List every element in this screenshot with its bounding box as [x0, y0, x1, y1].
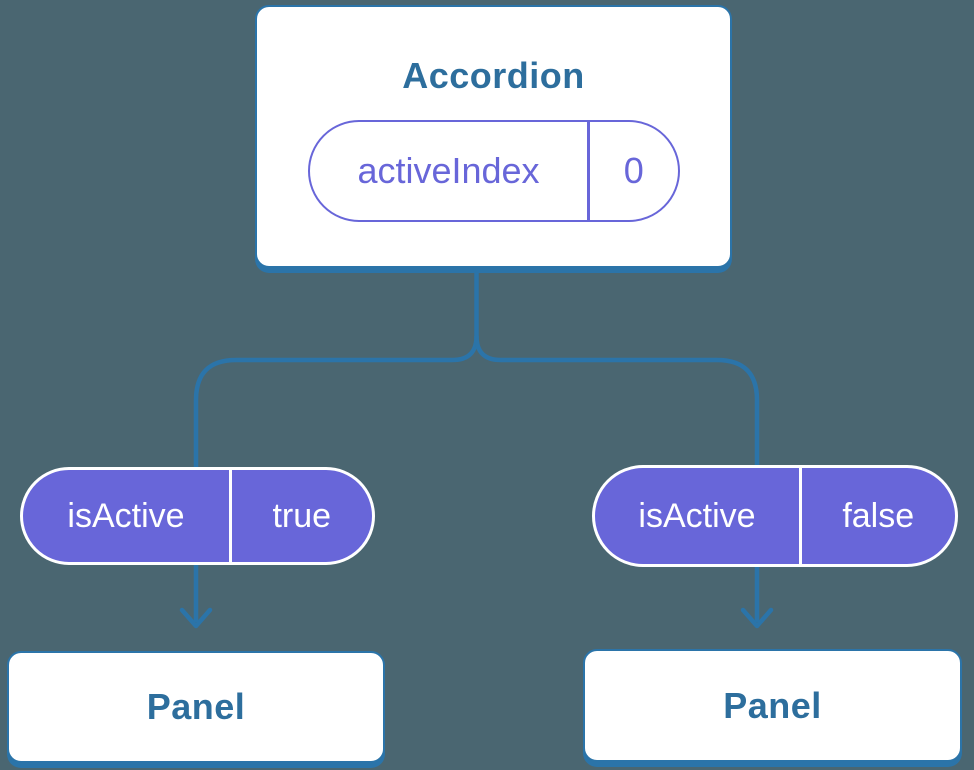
prop-pill-isactive-true: isActive true — [20, 467, 375, 565]
connector-branch-left — [193, 335, 479, 622]
prop-name-label: isActive — [67, 496, 185, 535]
connector-branch-right — [474, 335, 760, 622]
arrow-down-icon — [740, 607, 774, 629]
pill-divider — [229, 470, 232, 562]
component-title: Accordion — [402, 55, 585, 96]
panel-component-card-right: Panel — [583, 649, 962, 762]
accordion-component-card: Accordion activeIndex 0 — [255, 5, 732, 268]
panel-component-card-left: Panel — [7, 651, 385, 763]
prop-value-label: true — [272, 496, 332, 535]
state-pill: activeIndex 0 — [308, 120, 680, 222]
state-name-label: activeIndex — [357, 150, 540, 191]
state-value-label: 0 — [623, 150, 644, 191]
pill-divider — [587, 122, 590, 220]
component-title: Panel — [723, 684, 822, 726]
prop-value-label: false — [842, 496, 915, 535]
component-title: Panel — [146, 686, 246, 727]
prop-pill-isactive-false: isActive false — [592, 465, 958, 567]
arrow-down-icon — [179, 607, 213, 629]
prop-name-label: isActive — [638, 496, 756, 535]
pill-divider — [799, 468, 802, 564]
